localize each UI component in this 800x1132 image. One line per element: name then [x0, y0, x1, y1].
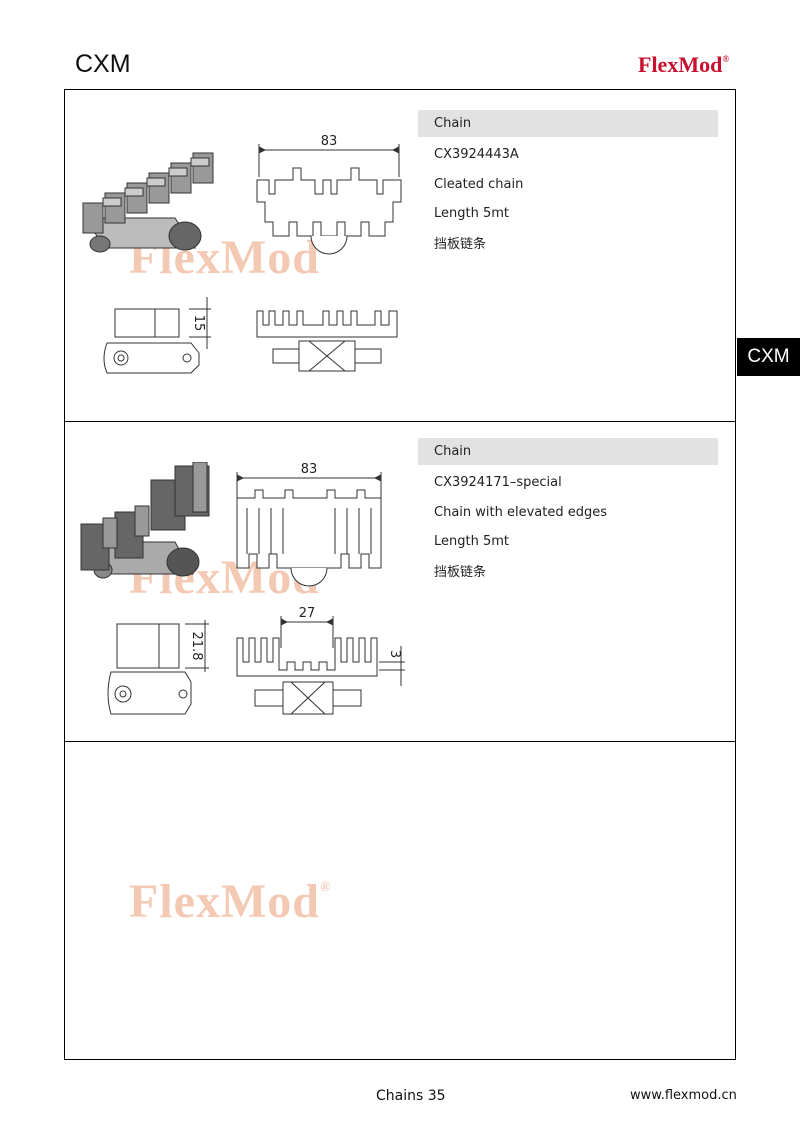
brand-registered-mark: ®: [722, 54, 730, 64]
chain-front-view: 83: [256, 134, 402, 255]
dimension-width: 83: [301, 462, 318, 477]
dimension-width: 83: [321, 134, 338, 149]
product-section-1: FlexMod: [65, 90, 735, 422]
chain-side-view: 21.8: [107, 620, 209, 715]
brand-logo: FlexMod®: [638, 52, 729, 78]
spec-header: Chain: [418, 438, 718, 465]
footer-url[interactable]: www.flexmod.cn: [630, 1088, 737, 1103]
footer-page-number: Chains 35: [376, 1088, 446, 1104]
product-code: CX3924171–special: [434, 475, 562, 490]
product-description: Cleated chain: [434, 177, 524, 192]
chain-3d-view: [80, 462, 210, 579]
series-title: CXM: [75, 50, 131, 78]
side-tab-cxm[interactable]: CXM: [737, 338, 800, 376]
dimension-height: 15: [191, 315, 206, 332]
watermark: FlexMod®: [129, 874, 331, 929]
chain-top-view: 27 3: [236, 606, 405, 715]
dimension-inner: 27: [299, 606, 316, 621]
dimension-height: 21.8: [189, 632, 204, 661]
watermark-registered-mark: ®: [319, 880, 332, 895]
product-description: Chain with elevated edges: [434, 505, 607, 520]
brand-name: FlexMod: [638, 52, 723, 77]
product-chinese-name: 挡板链条: [434, 565, 487, 580]
chain-3d-view: [82, 152, 214, 253]
product-section-empty: FlexMod®: [65, 742, 735, 1060]
chain-side-view: 15: [103, 297, 211, 374]
product-code: CX3924443A: [434, 147, 519, 162]
product-chinese-name: 挡板链条: [434, 237, 487, 252]
product-length: Length 5mt: [434, 206, 510, 221]
dimension-step: 3: [387, 650, 402, 658]
chain-top-view: [256, 310, 398, 372]
product-length: Length 5mt: [434, 534, 510, 549]
product-frame: FlexMod: [64, 89, 736, 1060]
watermark-text: FlexMod: [129, 875, 320, 928]
spec-header: Chain: [418, 110, 718, 137]
chain-front-view: 83: [236, 462, 382, 587]
product-section-2: FlexMod®: [65, 422, 735, 742]
